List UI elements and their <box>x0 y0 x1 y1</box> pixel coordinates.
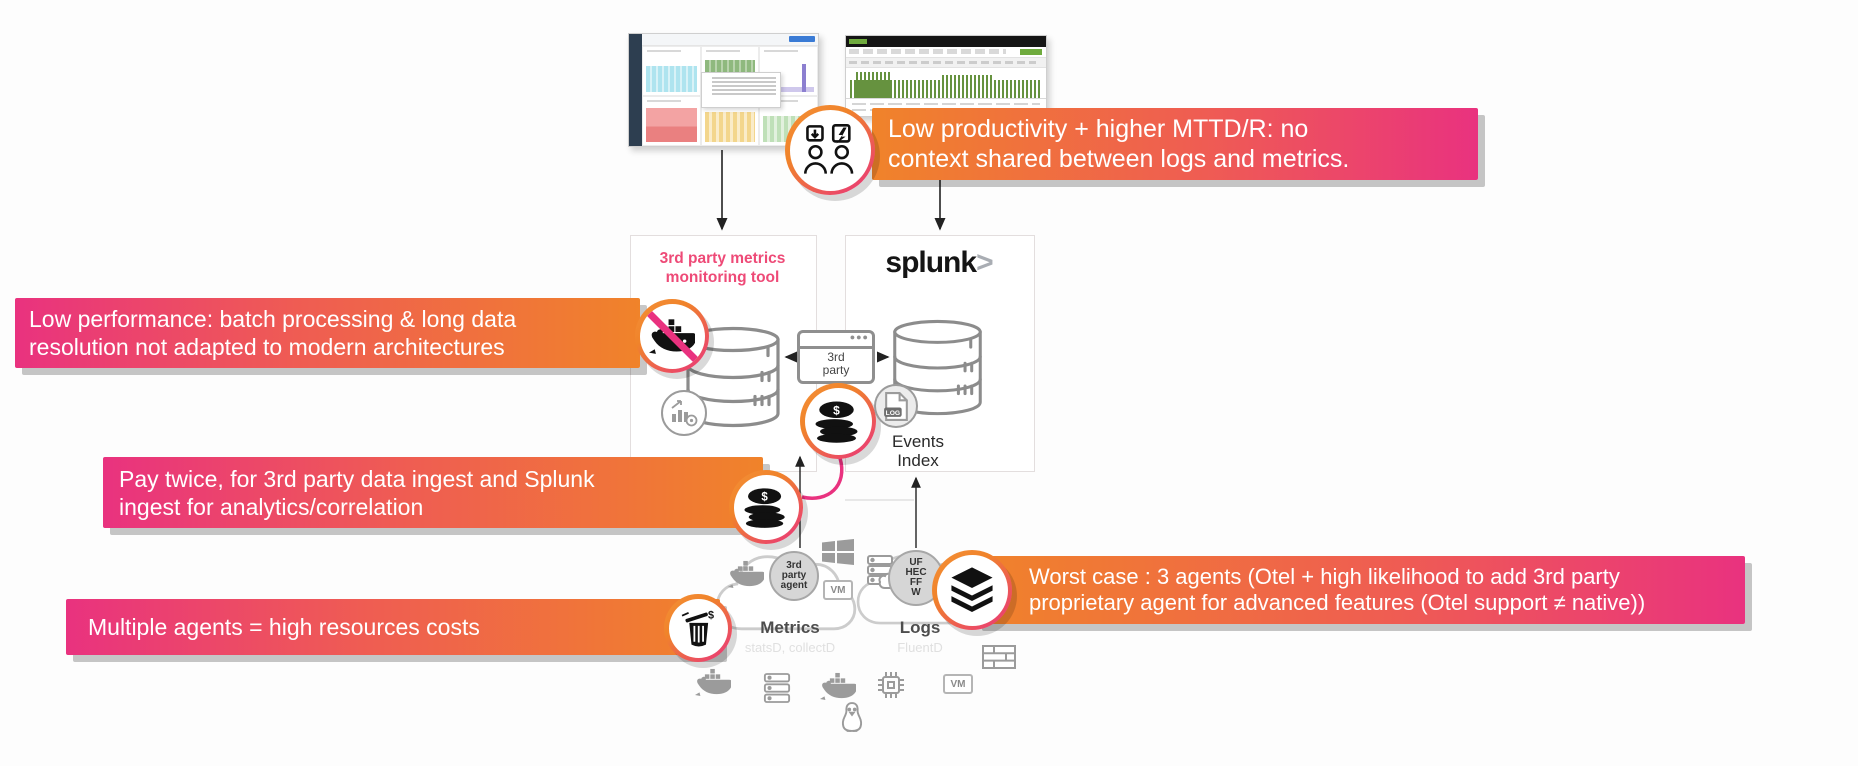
banner-worst-case: Worst case : 3 agents (Otel + high likel… <box>975 556 1745 624</box>
metrics-cloud-sublabel: statsD, collectD <box>744 640 836 655</box>
svg-text:$: $ <box>761 492 768 504</box>
logs-cloud-sublabel: FluentD <box>897 640 943 655</box>
docker-prohibited-icon <box>635 299 709 373</box>
banner-multiple-agents: Multiple agents = high resources costs <box>66 599 720 655</box>
splunk-event-row <box>852 103 1040 105</box>
dashboard-tooltip <box>701 72 781 108</box>
docker-icon <box>695 668 731 696</box>
analytics-icon <box>661 390 707 436</box>
database-icon-3rdparty <box>686 326 780 428</box>
log-file-icon: LOG <box>874 384 918 428</box>
log-badge-text: LOG <box>885 409 900 416</box>
layers-icon <box>932 550 1012 630</box>
chart-panel-cyan <box>642 46 701 96</box>
banner-low-productivity: Low productivity + higher MTTD/R: no con… <box>872 108 1478 180</box>
third-party-connector-window: ●●● 3rd party <box>797 330 875 384</box>
window-dots-icon: ●●● <box>849 332 869 342</box>
third-party-agent-node: 3rd party agent <box>769 551 819 601</box>
dashboard-button <box>789 36 815 42</box>
window-label-line2: party <box>822 363 850 377</box>
database-icon-splunk <box>893 319 982 416</box>
chart-panel-red <box>642 96 701 146</box>
trash-money-icon: $ <box>664 594 732 662</box>
chart-panel-yellow <box>700 96 760 146</box>
metrics-cloud-label: Metrics <box>760 618 820 637</box>
server-icon <box>763 673 791 703</box>
metrics-dashboard-screenshot <box>628 33 819 147</box>
splunk-logo: splunk> <box>885 246 993 279</box>
dashboard-sidebar <box>629 34 642 146</box>
third-party-tool-title: 3rd party metrics monitoring tool <box>659 250 786 286</box>
coins-icon-pay-twice: $ <box>729 470 803 544</box>
chip-icon <box>878 672 904 698</box>
banner-low-performance: Low performance: batch processing & long… <box>15 298 640 368</box>
svg-text:$: $ <box>708 610 714 622</box>
linux-icon <box>841 702 863 732</box>
docker-icon <box>728 560 764 588</box>
logs-cloud-label: Logs <box>899 618 941 637</box>
splunk-search-bar <box>846 47 1046 58</box>
bricks-icon <box>982 645 1016 669</box>
splunk-header-bar <box>846 36 1046 47</box>
splunk-toolbar <box>846 58 1046 68</box>
events-index-label: Events Index <box>892 432 944 470</box>
svg-text:$: $ <box>833 403 840 417</box>
banner-pay-twice: Pay twice, for 3rd party data ingest and… <box>103 457 763 528</box>
splunk-search-screenshot <box>845 35 1047 117</box>
docker-icon <box>820 672 856 700</box>
coins-icon-ingest: $ <box>800 383 876 459</box>
vm-icon: VM <box>943 674 973 694</box>
vm-icon: VM <box>823 580 853 600</box>
confused-users-icon <box>785 105 875 195</box>
dashboard-topbar <box>642 34 818 46</box>
splunk-histogram <box>846 68 1046 99</box>
window-label-line1: 3rd <box>827 350 845 364</box>
windows-icon <box>822 539 854 565</box>
